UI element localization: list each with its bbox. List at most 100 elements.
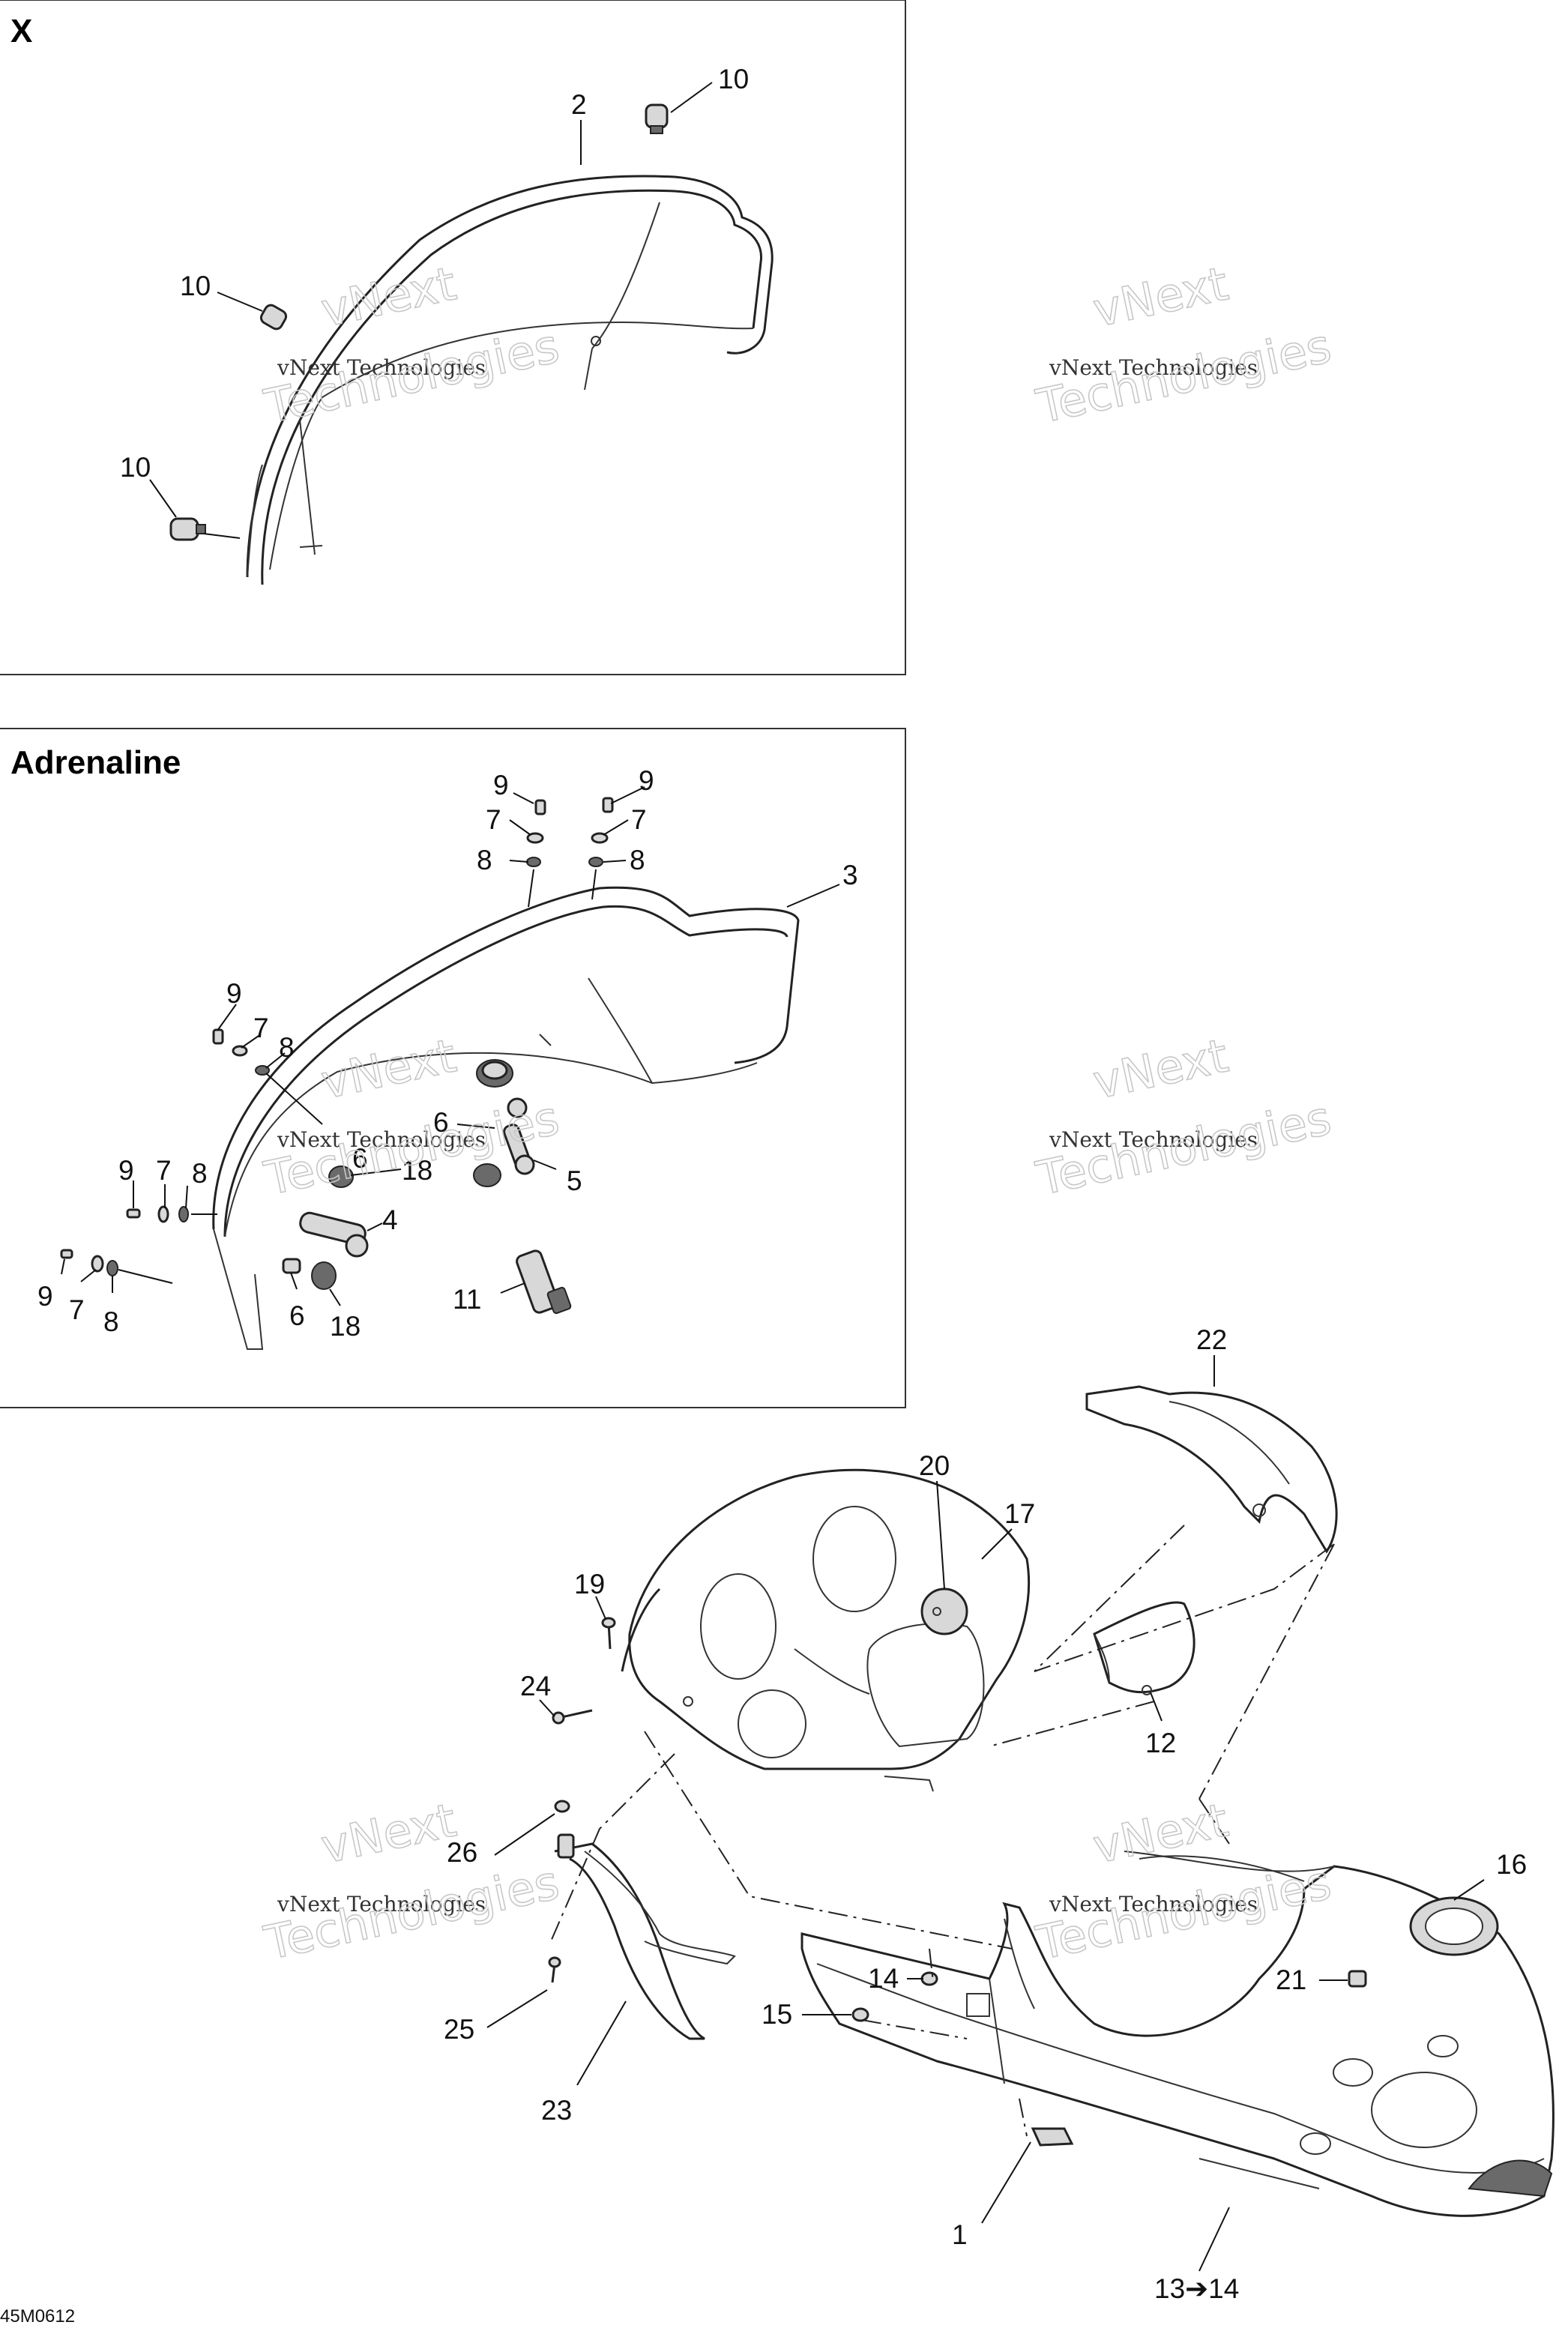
- callout-4: 4: [382, 1204, 398, 1235]
- svg-text:Technologies: Technologies: [1031, 1855, 1336, 1970]
- svg-text:vNext Technologies: vNext Technologies: [1049, 1892, 1258, 1917]
- grommet-18-upper: [473, 1163, 501, 1187]
- svg-text:Technologies: Technologies: [259, 1855, 564, 1970]
- callout-6-b: 6: [352, 1143, 368, 1174]
- svg-text:vNext: vNext: [1088, 256, 1232, 337]
- callout-8-c: 8: [279, 1032, 295, 1063]
- callout-23: 23: [541, 2095, 572, 2126]
- main-assembly: 22 20 17 19 24 12 26 16 14 15 21 25 23 1…: [444, 1324, 1555, 2304]
- callout-8-d: 8: [192, 1158, 208, 1189]
- callout-3: 3: [842, 860, 858, 890]
- grommet-6-mid: [507, 1097, 528, 1118]
- panel-adrenaline: Adrenaline: [0, 728, 906, 1408]
- fastener-5: [503, 1124, 535, 1175]
- watermark-6: vNext vNext Technologies Technologies: [1031, 1792, 1336, 1971]
- callout-13-14: 13➔14: [1154, 2273, 1239, 2304]
- screw-19: [601, 1617, 616, 1650]
- screw-14: [920, 1971, 938, 1986]
- callout-7-c: 7: [253, 1013, 269, 1043]
- side-panel-23: [554, 1833, 736, 2040]
- svg-text:vNext Technologies: vNext Technologies: [1049, 1127, 1258, 1152]
- grommet-18-low: [311, 1261, 337, 1290]
- svg-text:vNext: vNext: [1088, 1028, 1232, 1109]
- fastener-10-low: [169, 517, 206, 541]
- watermark-5: vNext vNext Technologies Technologies: [259, 1792, 564, 1971]
- callout-20: 20: [919, 1450, 950, 1481]
- watermark-1: vNext vNext Technologies Technologies: [259, 256, 564, 435]
- fastener-10-top: [645, 103, 669, 134]
- watermark-2: vNext vNext Technologies Technologies: [1031, 256, 1336, 435]
- bracket-1: [1031, 2127, 1074, 2147]
- callout-6-a: 6: [433, 1107, 449, 1138]
- callout-2: 2: [571, 89, 587, 120]
- svg-text:vNext: vNext: [1088, 1792, 1232, 1874]
- callout-7-a: 7: [486, 804, 501, 835]
- callout-16: 16: [1496, 1849, 1527, 1880]
- screw-stack-left-mid: [126, 1205, 217, 1223]
- drawing-code: 45M0612: [0, 2306, 75, 2327]
- callout-1: 1: [952, 2219, 968, 2250]
- callout-24: 24: [520, 1671, 551, 1701]
- screw-15: [851, 2007, 869, 2022]
- grommet-6-low: [282, 1258, 301, 1274]
- callout-25: 25: [444, 2014, 474, 2045]
- svg-text:Technologies: Technologies: [259, 1091, 564, 1206]
- svg-text:vNext: vNext: [316, 1792, 460, 1874]
- screw-stack-top-right: [588, 797, 614, 900]
- svg-text:vNext Technologies: vNext Technologies: [277, 355, 486, 380]
- callout-8-e: 8: [103, 1306, 119, 1337]
- callout-18-b: 18: [330, 1311, 361, 1342]
- panel-x-title: X: [10, 13, 32, 49]
- grommet-16: [1409, 1896, 1499, 1956]
- callout-9-e: 9: [37, 1281, 53, 1312]
- panel-adrenaline-title: Adrenaline: [10, 744, 181, 781]
- grommet-18-left: [328, 1165, 354, 1188]
- callout-14: 14: [868, 1963, 899, 1994]
- svg-text:vNext: vNext: [316, 256, 460, 337]
- callout-22: 22: [1196, 1324, 1227, 1355]
- callout-8-b: 8: [630, 845, 645, 875]
- svg-text:vNext Technologies: vNext Technologies: [1049, 355, 1258, 380]
- screw-25: [548, 1956, 561, 1983]
- callout-8-a: 8: [477, 845, 492, 875]
- windshield-adrenaline: [212, 886, 800, 1350]
- callout-15: 15: [762, 1999, 792, 2030]
- svg-text:vNext: vNext: [316, 1028, 460, 1109]
- callout-9-d: 9: [118, 1155, 134, 1186]
- lighter-socket-11: [516, 1249, 572, 1315]
- grommet-18-top: [476, 1059, 513, 1088]
- callout-10-low: 10: [120, 452, 151, 483]
- screw-26: [554, 1800, 570, 1813]
- gauge-housing-17: [621, 1468, 1031, 1792]
- callout-9-a: 9: [493, 770, 509, 800]
- callout-6-c: 6: [289, 1300, 305, 1331]
- callout-7-b: 7: [631, 804, 647, 835]
- callout-5: 5: [567, 1165, 582, 1196]
- callout-11: 11: [453, 1284, 481, 1315]
- callout-17: 17: [1004, 1498, 1035, 1529]
- cover-12: [1093, 1601, 1195, 1695]
- watermark-4: vNext vNext Technologies Technologies: [1031, 1028, 1336, 1207]
- svg-text:Technologies: Technologies: [1031, 1091, 1336, 1206]
- mirror-mount-4: [299, 1211, 369, 1258]
- windshield-x: [246, 175, 774, 585]
- fastener-10-mid: [259, 304, 288, 331]
- callout-10-mid: 10: [180, 271, 211, 301]
- callout-12: 12: [1145, 1728, 1176, 1758]
- callout-7-e: 7: [69, 1294, 85, 1325]
- svg-text:Technologies: Technologies: [259, 319, 564, 434]
- clip-21: [1348, 1970, 1367, 1988]
- panel-x: X 2 10: [0, 0, 906, 675]
- callout-18-a: 18: [402, 1155, 432, 1186]
- svg-text:vNext Technologies: vNext Technologies: [277, 1892, 486, 1917]
- callout-21: 21: [1276, 1964, 1306, 1995]
- screw-24: [552, 1709, 593, 1725]
- cover-22: [1085, 1385, 1338, 1554]
- screw-stack-left-upper: [212, 1028, 323, 1125]
- screw-stack-left-low: [60, 1249, 173, 1284]
- callout-19: 19: [574, 1569, 605, 1599]
- callout-9-c: 9: [226, 978, 242, 1009]
- svg-text:Technologies: Technologies: [1031, 319, 1336, 434]
- callout-9-b: 9: [639, 765, 654, 796]
